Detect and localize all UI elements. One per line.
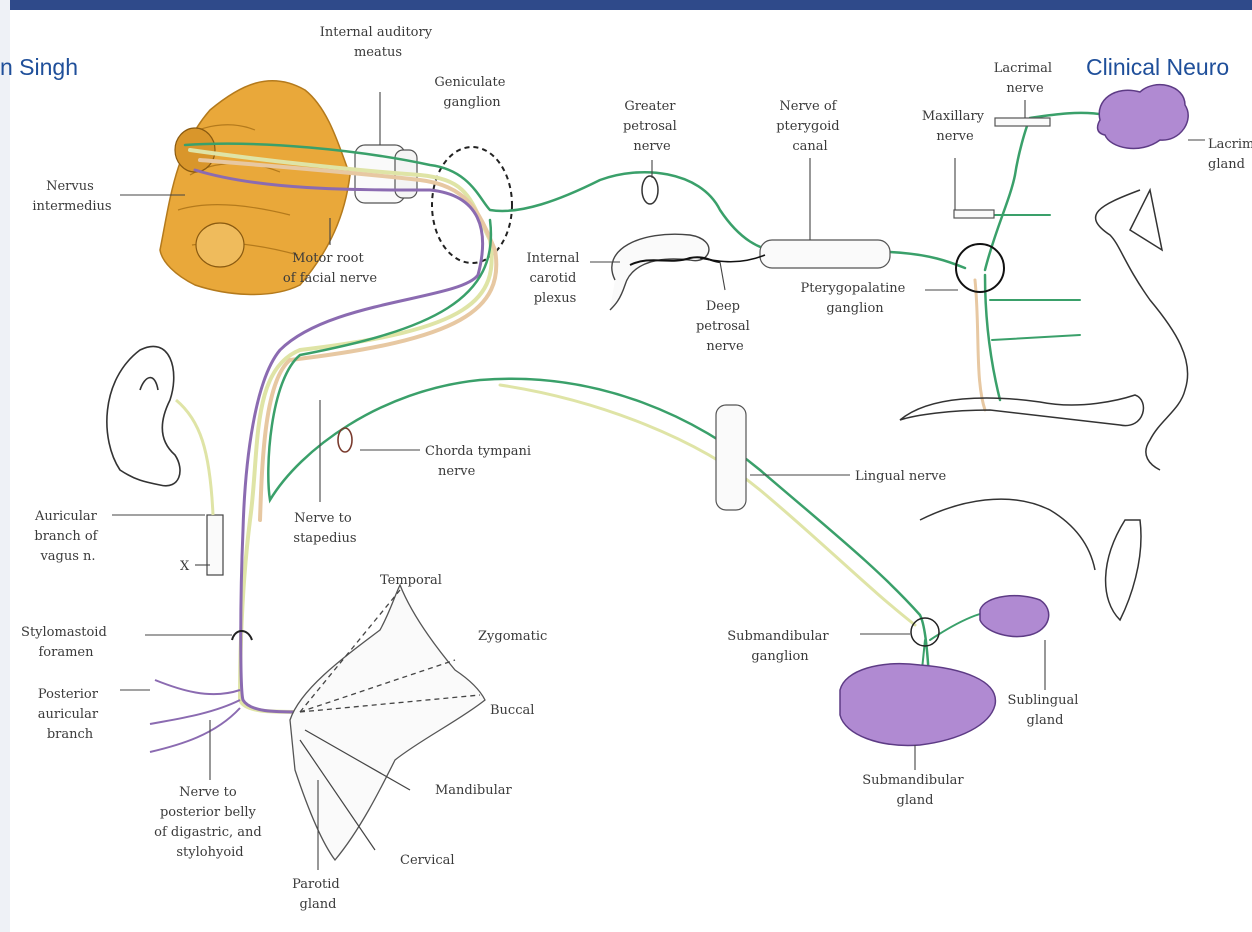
label-nerve-of-pterygoid-canal: Nerve of pterygoid canal (776, 99, 844, 154)
label-pterygopalatine-ganglion: Pterygopalatine ganglion (801, 281, 910, 316)
lacrimal-nerve-bar (995, 118, 1050, 126)
label-x: X (180, 559, 190, 574)
header-right-text: Clinical Neuro (1086, 54, 1229, 81)
label-lingual-nerve: Lingual nerve (855, 469, 947, 484)
label-submandibular-ganglion: Submandibular ganglion (727, 629, 833, 664)
greater-petrosal-marker (642, 176, 658, 204)
label-maxillary-nerve: Maxillary nerve (922, 109, 988, 144)
pterygoid-canal-tube (760, 240, 890, 268)
label-chorda-tympani: Chorda tympani nerve (425, 444, 535, 479)
maxillary-nerve-bar (954, 210, 994, 218)
label-nerve-to-posterior-belly: Nerve to posterior belly of digastric, a… (154, 785, 266, 860)
label-mandibular: Mandibular (435, 783, 513, 798)
label-parotid-gland: Parotid gland (292, 877, 344, 912)
auricular-branch-path (176, 400, 213, 515)
auricular-branch-bar (207, 515, 223, 575)
label-geniculate-ganglion: Geniculate ganglion (434, 75, 509, 110)
label-nervus-intermedius: Nervus intermedius (32, 179, 111, 214)
label-submandibular-gland: Submandibular gland (862, 773, 968, 808)
label-internal-carotid-plexus: Internal carotid plexus (526, 251, 583, 306)
label-zygomatic: Zygomatic (478, 629, 547, 644)
label-internal-auditory-meatus: Internal auditory meatus (320, 25, 436, 60)
sublingual-gland (980, 596, 1049, 637)
label-posterior-auricular-branch: Posterior auricular branch (38, 687, 102, 742)
parotid-gland (290, 585, 485, 860)
label-auricular-branch: Auricular branch of vagus n. (34, 509, 102, 564)
lingual-nerve-tube (716, 405, 746, 510)
label-deep-petrosal-nerve: Deep petrosal nerve (696, 299, 754, 354)
ear-outline (107, 346, 180, 485)
label-cervical: Cervical (400, 853, 455, 868)
label-lacrimal-gland: Lacrimal gland (1208, 137, 1252, 172)
label-temporal: Temporal (380, 573, 442, 588)
label-buccal: Buccal (490, 703, 534, 718)
label-lacrimal-nerve: Lacrimal nerve (994, 61, 1056, 96)
face-outline (900, 190, 1188, 620)
label-stylomastoid-foramen: Stylomastoid foramen (21, 625, 111, 660)
lower-branches (150, 680, 240, 752)
label-greater-petrosal-nerve: Greater petrosal nerve (623, 99, 681, 154)
chorda-tympani-marker (338, 428, 352, 452)
lacrimal-gland (1098, 85, 1189, 149)
header-left-text: n Singh (0, 54, 78, 81)
label-sublingual-gland: Sublingual gland (1007, 693, 1082, 728)
label-nerve-to-stapedius: Nerve to stapedius (293, 511, 356, 546)
submandibular-gland (840, 664, 995, 746)
